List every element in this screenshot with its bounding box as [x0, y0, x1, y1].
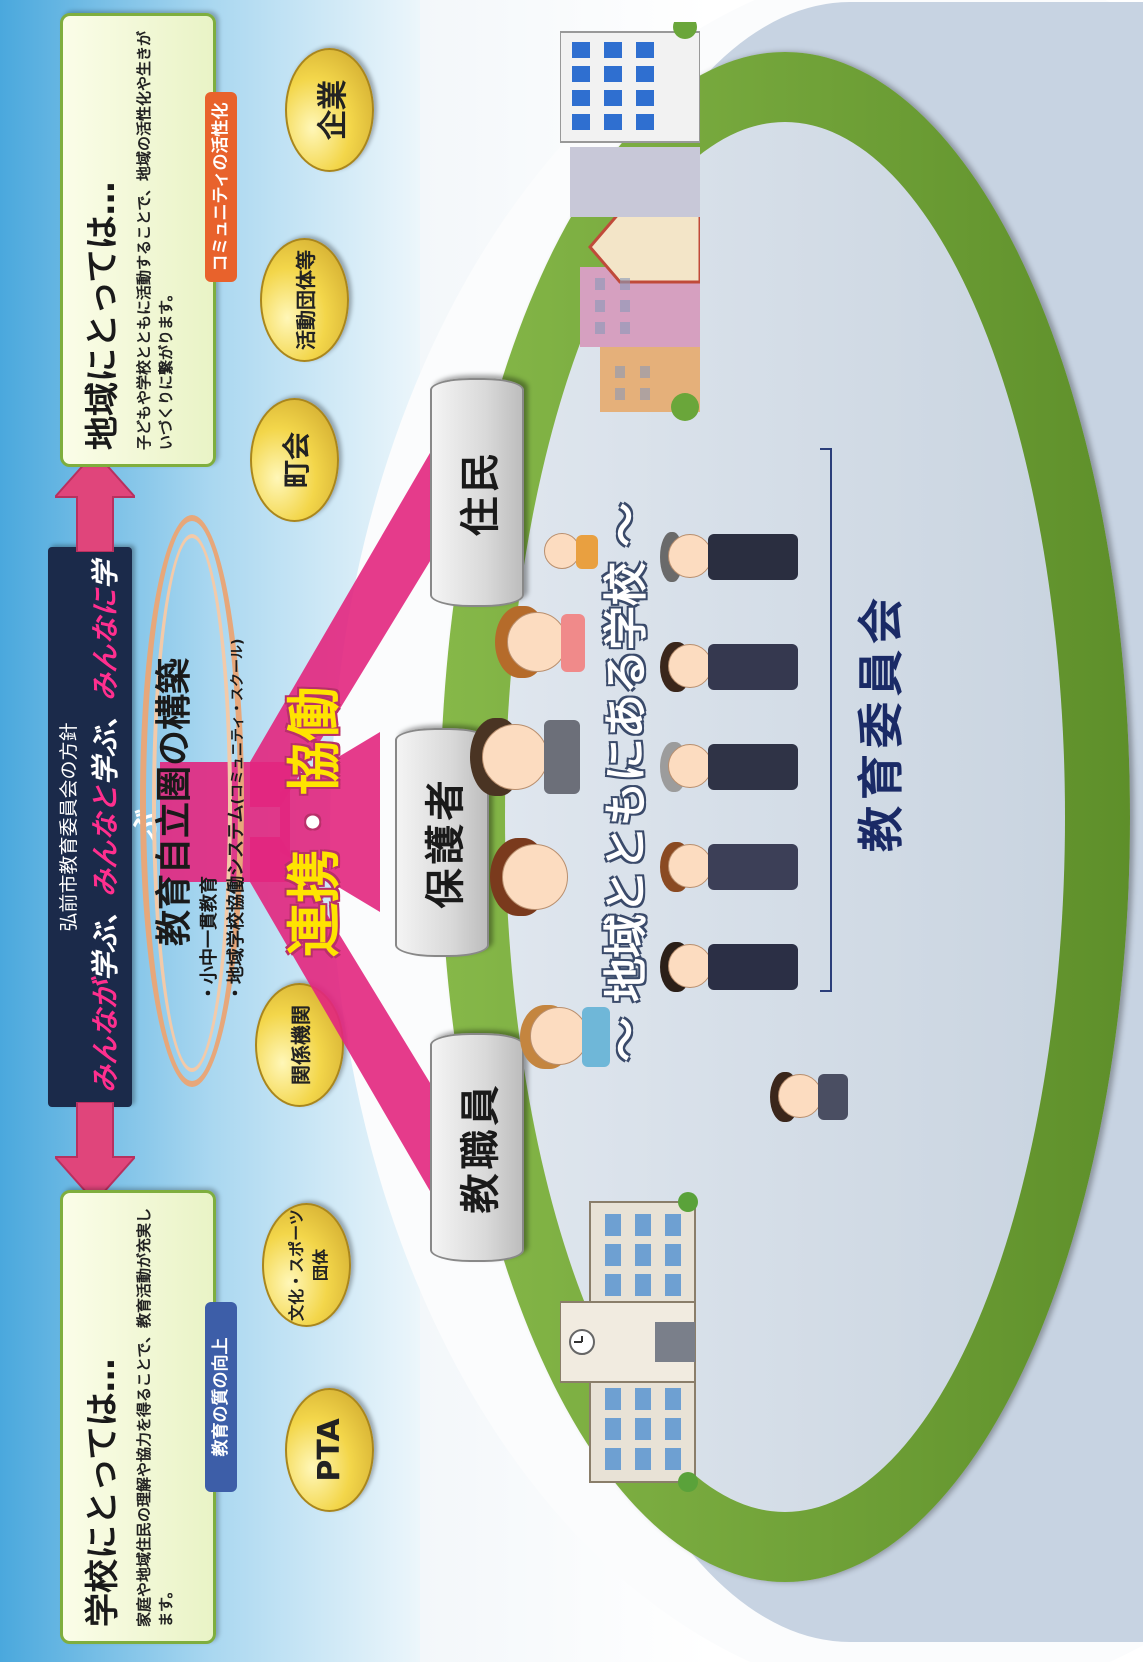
person-illustration-icon [660, 732, 800, 802]
person-illustration-icon [520, 997, 610, 1077]
person-illustration-icon [660, 932, 800, 1002]
group-label: 企業 [315, 80, 351, 140]
board-label: 教育委員会 [854, 592, 908, 852]
person-illustration-icon [660, 632, 800, 702]
cooperation-dot: ・ [283, 795, 346, 849]
construction-bullet-2-text: ・地域学校協働システム [226, 804, 247, 1002]
construction-title: 教育自立圏の構築 [145, 562, 197, 1042]
person-illustration-icon [770, 1062, 850, 1132]
group-label: 文化・スポーツ団体 [286, 1209, 330, 1321]
policy-heading: 弘前市教育委員会の方針 [58, 722, 80, 932]
region-benefit-body: 子どもや学校とともに活動することで、地域の活性化や生きがいづくりに繋がります。 [135, 31, 175, 450]
school-benefit-tag: 教育の質の向上 [205, 1302, 237, 1492]
person-illustration-icon [660, 522, 800, 592]
school-benefit-title: 学校にとっては… [83, 1358, 123, 1627]
construction-bullet-1: ・小中一貫教育 [199, 876, 220, 1002]
group-label: 活動団体等 [294, 250, 318, 350]
group-label: PTA [312, 1418, 347, 1482]
arrow-left-icon [55, 1102, 135, 1202]
slogan-part: みんなと [89, 785, 122, 898]
cooperation-part1: 連携 [283, 849, 346, 957]
region-benefit-box: 地域にとっては… 子どもや学校とともに活動することで、地域の活性化や生きがいづく… [60, 13, 216, 467]
stakeholder-label: 住民 [458, 448, 504, 537]
group-node-pta: PTA [285, 1388, 374, 1512]
cooperation-part2: 協働 [283, 687, 346, 795]
city-buildings-icon [560, 22, 700, 421]
cooperation-label: 連携・協働 [270, 672, 349, 972]
stakeholder-label: 教職員 [458, 1081, 504, 1214]
slogan-part: みんなが [89, 981, 122, 1094]
construction-bullet-2: ・地域学校協働システム(コミュニティ・スクール) [222, 639, 248, 1002]
stakeholder-residents: 住民 [430, 378, 524, 607]
school-building-icon [560, 1192, 698, 1492]
arrow-right-icon [55, 452, 135, 552]
person-illustration-icon [490, 832, 580, 922]
construction-title-b: の構築 [154, 657, 195, 766]
slogan-part: 学ぶ、 [89, 700, 122, 785]
person-illustration-icon [660, 832, 800, 902]
board-members-row [660, 442, 810, 1002]
group-node-activity-groups: 活動団体等 [260, 238, 349, 362]
construction-title-a: 教育自立圏 [154, 766, 195, 947]
cooperation-connector [160, 422, 460, 1222]
school-benefit-body: 家庭や地域住民の理解や協力を得ることで、教育活動が充実します。 [135, 1208, 175, 1627]
person-illustration-icon [540, 527, 600, 577]
policy-bar: 弘前市教育委員会の方針 みんなが学ぶ、みんなと学ぶ、みんなに学ぶ [48, 547, 162, 1107]
person-illustration-icon [495, 602, 585, 682]
school-benefit-box: 学校にとっては… 家庭や地域住民の理解や協力を得ることで、教育活動が充実します。 [60, 1190, 216, 1644]
region-benefit-tag: コミュニティの活性化 [205, 92, 237, 282]
stakeholder-label: 保護者 [423, 776, 469, 909]
slogan-part: 学ぶ、 [89, 897, 122, 982]
board-bracket [820, 448, 832, 992]
stakeholder-teachers: 教職員 [430, 1033, 524, 1262]
slogan-part: みんなに [89, 588, 122, 701]
group-node-companies: 企業 [285, 48, 374, 172]
person-illustration-icon [470, 712, 580, 802]
region-benefit-title: 地域にとっては… [83, 181, 123, 450]
construction-bullet-2-note: (コミュニティ・スクール) [230, 638, 246, 805]
